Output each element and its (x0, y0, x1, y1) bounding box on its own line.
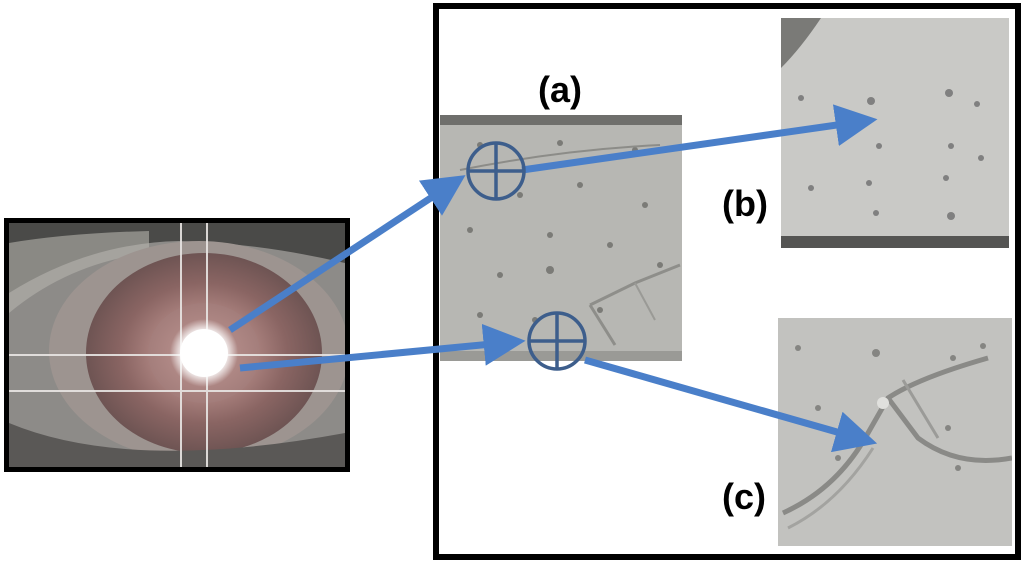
specimen-image-a (440, 115, 682, 361)
label-a: (a) (538, 69, 582, 110)
specimen-image-b (781, 18, 1009, 248)
eye-image (9, 223, 345, 467)
label-c: (c) (722, 476, 766, 517)
specimen-image-c (778, 318, 1012, 546)
label-b: (b) (722, 183, 768, 224)
eye-image-frame (4, 218, 350, 472)
